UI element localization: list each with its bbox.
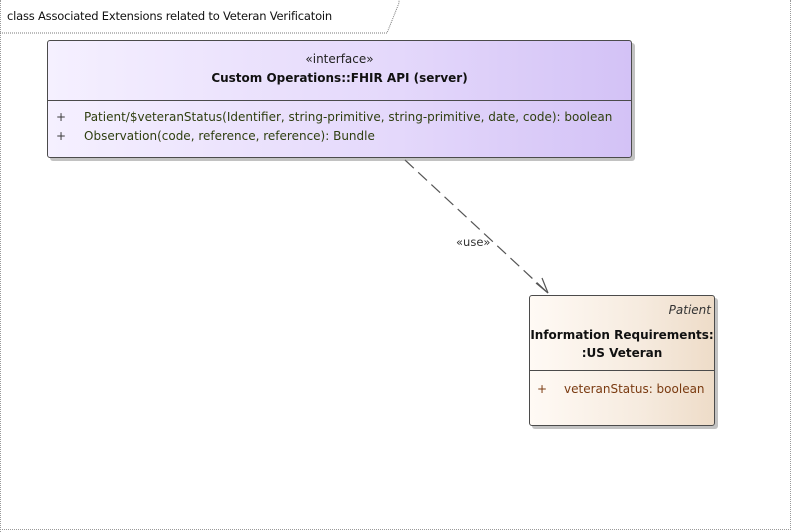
- attribute-text: veteranStatus: boolean: [564, 382, 705, 396]
- interface-name: Custom Operations::FHIR API (server): [211, 71, 468, 85]
- fhir-api-interface[interactable]: «interface» Custom Operations::FHIR API …: [47, 40, 632, 158]
- operation-signature: Observation(code, reference, reference):…: [84, 129, 375, 143]
- class-attribute: + veteranStatus: boolean: [537, 382, 705, 396]
- class-name-line2: :US Veteran: [581, 346, 663, 360]
- class-type: Patient: [668, 303, 711, 317]
- frame-left-border: [0, 0, 2, 532]
- operation-visibility: +: [56, 129, 67, 143]
- us-veteran-class[interactable]: Patient Information Requirements: :US Ve…: [529, 295, 715, 426]
- interface-header: «interface» Custom Operations::FHIR API …: [48, 41, 631, 101]
- class-header: Patient Information Requirements: :US Ve…: [530, 296, 714, 371]
- operation-row: + Patient/$veteranStatus(Identifier, stri…: [56, 110, 612, 124]
- operation-visibility: +: [56, 110, 67, 124]
- interface-stereotype: «interface»: [305, 52, 374, 66]
- class-name-line1: Information Requirements:: [530, 328, 714, 342]
- operation-row: + Observation(code, reference, reference)…: [56, 129, 375, 143]
- frame-title-tab: [0, 0, 400, 34]
- frame-title: class Associated Extensions related to V…: [7, 9, 332, 23]
- attribute-visibility: +: [537, 382, 548, 396]
- operation-signature: Patient/$veteranStatus(Identifier, strin…: [84, 110, 613, 124]
- use-label: «use»: [456, 235, 491, 249]
